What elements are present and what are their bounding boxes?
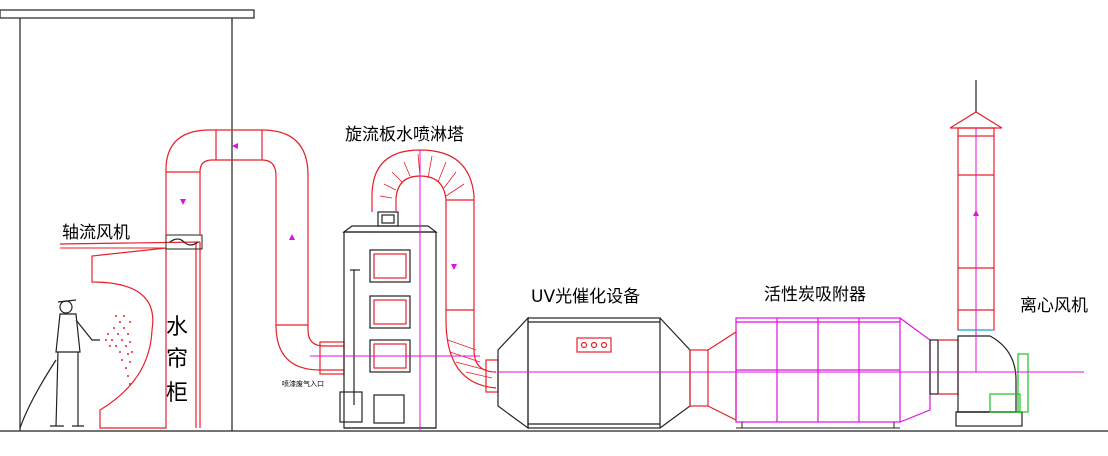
inlet-note-label: 喷漆废气入口 [282,379,324,388]
centrifugal-fan-label: 离心风机 [1020,296,1088,316]
spray-mist [105,315,133,385]
centrifugal-fan [955,335,1023,427]
water-curtain-label-2: 帘 [166,347,188,372]
carbon-base [736,422,900,429]
duct-fan-to-tower [165,129,345,375]
carbon-adsorber-label: 活性炭吸附器 [764,285,866,305]
uv-device-label: UV光催化设备 [531,287,640,307]
water-curtain-cabinet [59,241,201,429]
building-outline [0,9,255,431]
duct-uv-to-carbon [689,330,737,421]
spray-tower [339,211,438,429]
air-flow-path [310,128,1084,430]
duct-carbon-to-fan [938,339,959,395]
spray-tower-label: 旋流板水喷淋塔 [345,125,464,145]
uv-photocatalytic-unit [497,316,691,430]
water-curtain-label-3: 柜 [166,381,188,406]
axial-fan-unit [60,234,203,250]
water-curtain-label-1: 水 [166,315,188,340]
painter-figure-icon [19,299,100,429]
activated-carbon-adsorber [735,317,939,423]
axial-fan-label: 轴流风机 [62,223,130,243]
fan-motor [989,353,1029,413]
flow-arrow-icon [180,143,979,270]
